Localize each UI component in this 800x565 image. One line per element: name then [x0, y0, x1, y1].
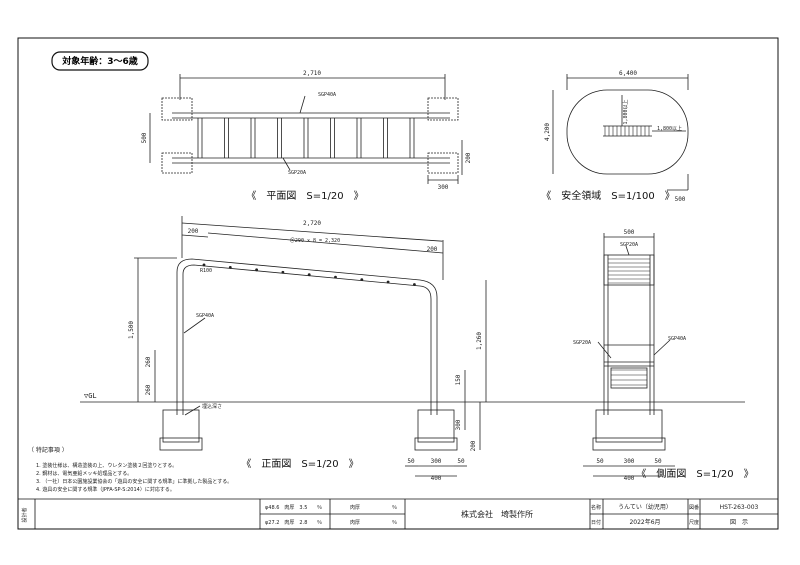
- pipe-col-b-unit: ％: [392, 520, 397, 526]
- front-rung-dot: [360, 278, 364, 281]
- name-label: 名称: [591, 504, 601, 511]
- note-item: 2. 鋼材は、電気亜鉛メッキ処理品とする。: [36, 470, 132, 477]
- plan-view: [149, 74, 463, 184]
- pipe-col-b: 肉厚: [350, 519, 360, 526]
- side-pipe-main: SGP40A: [668, 336, 686, 342]
- front-side-50b: 50: [457, 458, 465, 465]
- front-rung-dot: [281, 270, 285, 274]
- side-view-title: 《 側面図 S=1/20 》: [636, 467, 753, 480]
- pipe-spec-2: φ27.2 肉厚 2.8: [265, 519, 307, 526]
- front-view: [80, 216, 745, 477]
- target-age: 対象年齢：3〜6歳: [61, 55, 138, 67]
- company-name: 株式会社 埼製作所: [461, 509, 533, 519]
- sheet-border: [17, 37, 779, 530]
- front-rung-dot: [255, 268, 258, 272]
- pipe-spec-1: φ48.6 肉厚 3.5: [265, 504, 307, 511]
- front-base-400: 400: [431, 475, 442, 482]
- date-label: 日付: [591, 519, 601, 526]
- plan-pipe-main: SGP40A: [318, 92, 336, 98]
- safety-depth: 4,200: [544, 123, 551, 141]
- drawing-scale: 図 示: [730, 519, 748, 526]
- plan-view-title: 《 平面図 S=1/20 》: [246, 190, 363, 202]
- front-height-left: 1,500: [128, 321, 135, 339]
- front-rung-pitch: ＠290 × 8 = 2,320: [290, 238, 340, 244]
- front-height-right: 1,260: [476, 332, 483, 350]
- front-rung-dot: [228, 265, 232, 269]
- safety-width: 6,400: [619, 70, 637, 77]
- front-rung-dot: [386, 280, 390, 284]
- front-overall: 2,720: [303, 220, 321, 227]
- side-view: [583, 233, 675, 477]
- plan-post-size: 300: [438, 184, 449, 191]
- pipe-col-a-unit: ％: [392, 505, 397, 511]
- front-pipe-main: SGP40A: [196, 313, 214, 319]
- side-base-400: 400: [624, 475, 635, 482]
- drawing-number: HST-263-003: [720, 504, 759, 511]
- front-rung-dot: [307, 273, 311, 277]
- note-item: 1. 塗装仕様は、構造塗装の上、ウレタン塗装２回塗りとする。: [36, 462, 177, 469]
- note-item: 4. 遊具の安全に関する規準（JPFA-SP-S:2014）に対応する。: [36, 486, 175, 493]
- front-base-300: 300: [431, 458, 442, 465]
- plan-post-depth: 200: [465, 152, 472, 163]
- safety-margin-top: 1,800以上: [622, 99, 629, 124]
- title-block: [18, 498, 778, 529]
- side-side-50a: 50: [596, 458, 604, 465]
- front-foot-150: 150: [455, 374, 462, 385]
- plan-depth: 500: [141, 132, 148, 143]
- side-pipe-rung-top: SGP20A: [620, 242, 638, 248]
- note-item: 3. （一社）日本公園施設業協会の「遊具の安全に関する規準」に準拠した製品とする…: [36, 478, 232, 485]
- notes-heading: （ 特記事項 ）: [28, 446, 68, 454]
- front-foot-200: 200: [470, 440, 477, 451]
- safety-margin-side: 1,800以上: [657, 125, 682, 132]
- side-pipe-rung: SGP20A: [573, 340, 591, 346]
- scale-label: 尺度: [689, 519, 699, 526]
- safety-end-gap: 500: [675, 196, 686, 203]
- plan-pipe-rung: SGP20A: [288, 170, 306, 176]
- front-step2: 260: [145, 384, 152, 395]
- front-foot-300: 300: [455, 419, 462, 430]
- number-label: 図番: [689, 504, 699, 511]
- side-side-50b: 50: [654, 458, 662, 465]
- product-name: うんてい（幼児用）: [618, 503, 672, 511]
- front-anchor-note: 埋込深さ: [202, 403, 222, 410]
- ground-level: ▽GL: [84, 392, 97, 400]
- drawing-date: 2022年6月: [629, 518, 660, 526]
- pipe-spec-1-unit: ％: [317, 505, 322, 511]
- front-side-50a: 50: [407, 458, 415, 465]
- front-rung-dot: [334, 275, 337, 279]
- designer-label: 設計者: [21, 507, 28, 522]
- front-inset-right: 200: [427, 246, 438, 253]
- front-view-title: 《 正面図 S=1/20 》: [241, 458, 358, 470]
- safety-view-title: 《 安全領域 S=1/100 》: [541, 189, 675, 202]
- safety-area: [552, 74, 689, 191]
- front-step1: 260: [145, 356, 152, 367]
- front-inset-left: 200: [188, 228, 199, 235]
- side-top-width: 500: [624, 229, 635, 236]
- pipe-col-a: 肉厚: [350, 504, 360, 511]
- target-age-badge: [51, 51, 149, 71]
- pipe-spec-2-unit: ％: [317, 520, 322, 526]
- side-base-300: 300: [624, 458, 635, 465]
- plan-overall-width: 2,710: [303, 70, 321, 77]
- front-radius: R100: [200, 268, 212, 274]
- front-rung-dot: [413, 283, 416, 286]
- front-rung-dot: [202, 263, 206, 267]
